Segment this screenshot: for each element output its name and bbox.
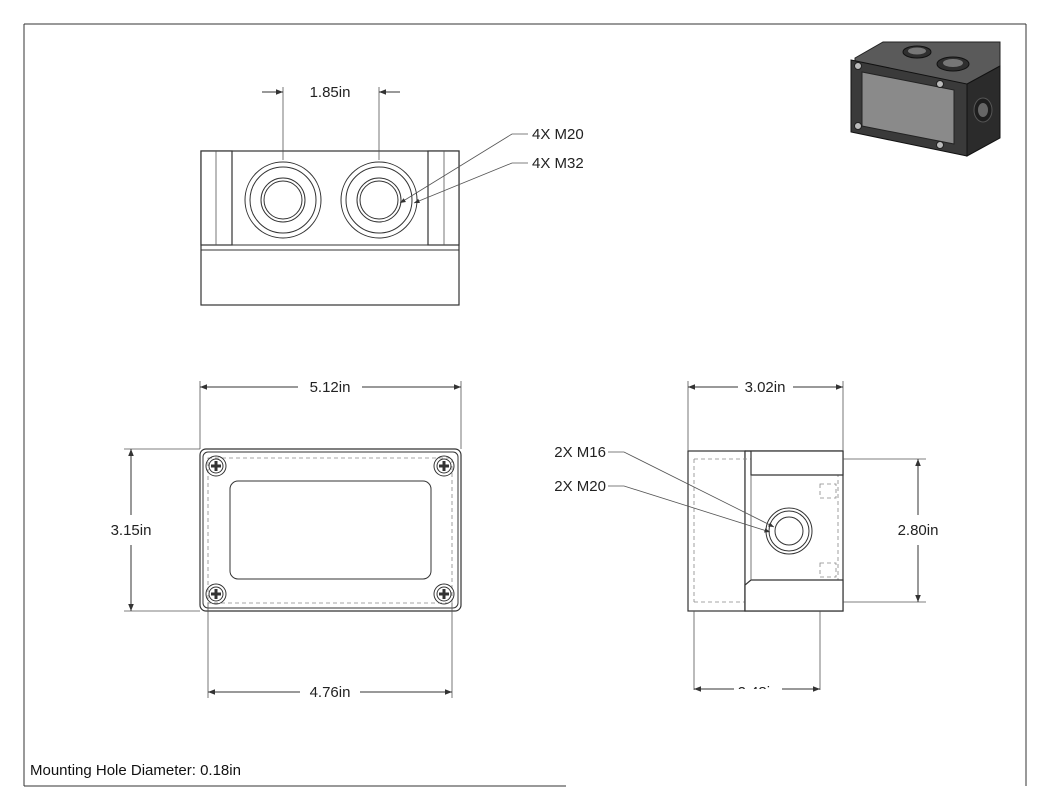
- enclosure-3d-render-icon: [850, 41, 1001, 157]
- gland-left: [244, 161, 322, 239]
- dim-side-depth-outer: 3.02in: [745, 379, 786, 396]
- mounting-hole-note: Mounting Hole Diameter: 0.18in: [30, 762, 241, 779]
- dim-side-height: 2.80in: [898, 522, 939, 539]
- dim-front-width-inner: 4.76in: [310, 684, 351, 701]
- top-view: 1.85in 4X M20 4X M32: [200, 84, 584, 306]
- screw-icon: [205, 455, 227, 477]
- dim-gland-spacing: 1.85in: [310, 84, 351, 101]
- dim-front-height: 3.15in: [111, 522, 152, 539]
- callout-m32-top: 4X M32: [532, 155, 584, 172]
- screw-icon: [205, 583, 227, 605]
- callout-m20-top: 4X M20: [532, 126, 584, 143]
- side-view: 3.02in 2.48in 2.80in 2X M16 2X M20: [554, 379, 939, 701]
- callout-m20-side: 2X M20: [554, 478, 606, 495]
- screw-icon: [433, 583, 455, 605]
- sheet-border: [23, 23, 1027, 787]
- dim-front-width-outer: 5.12in: [310, 379, 351, 396]
- callout-m16-side: 2X M16: [554, 444, 606, 461]
- dim-side-depth-inner: 2.48in: [738, 684, 779, 701]
- front-view: 5.12in 4.76in 3.15in: [111, 379, 462, 701]
- screw-icon: [433, 455, 455, 477]
- screw-icons: [205, 455, 455, 605]
